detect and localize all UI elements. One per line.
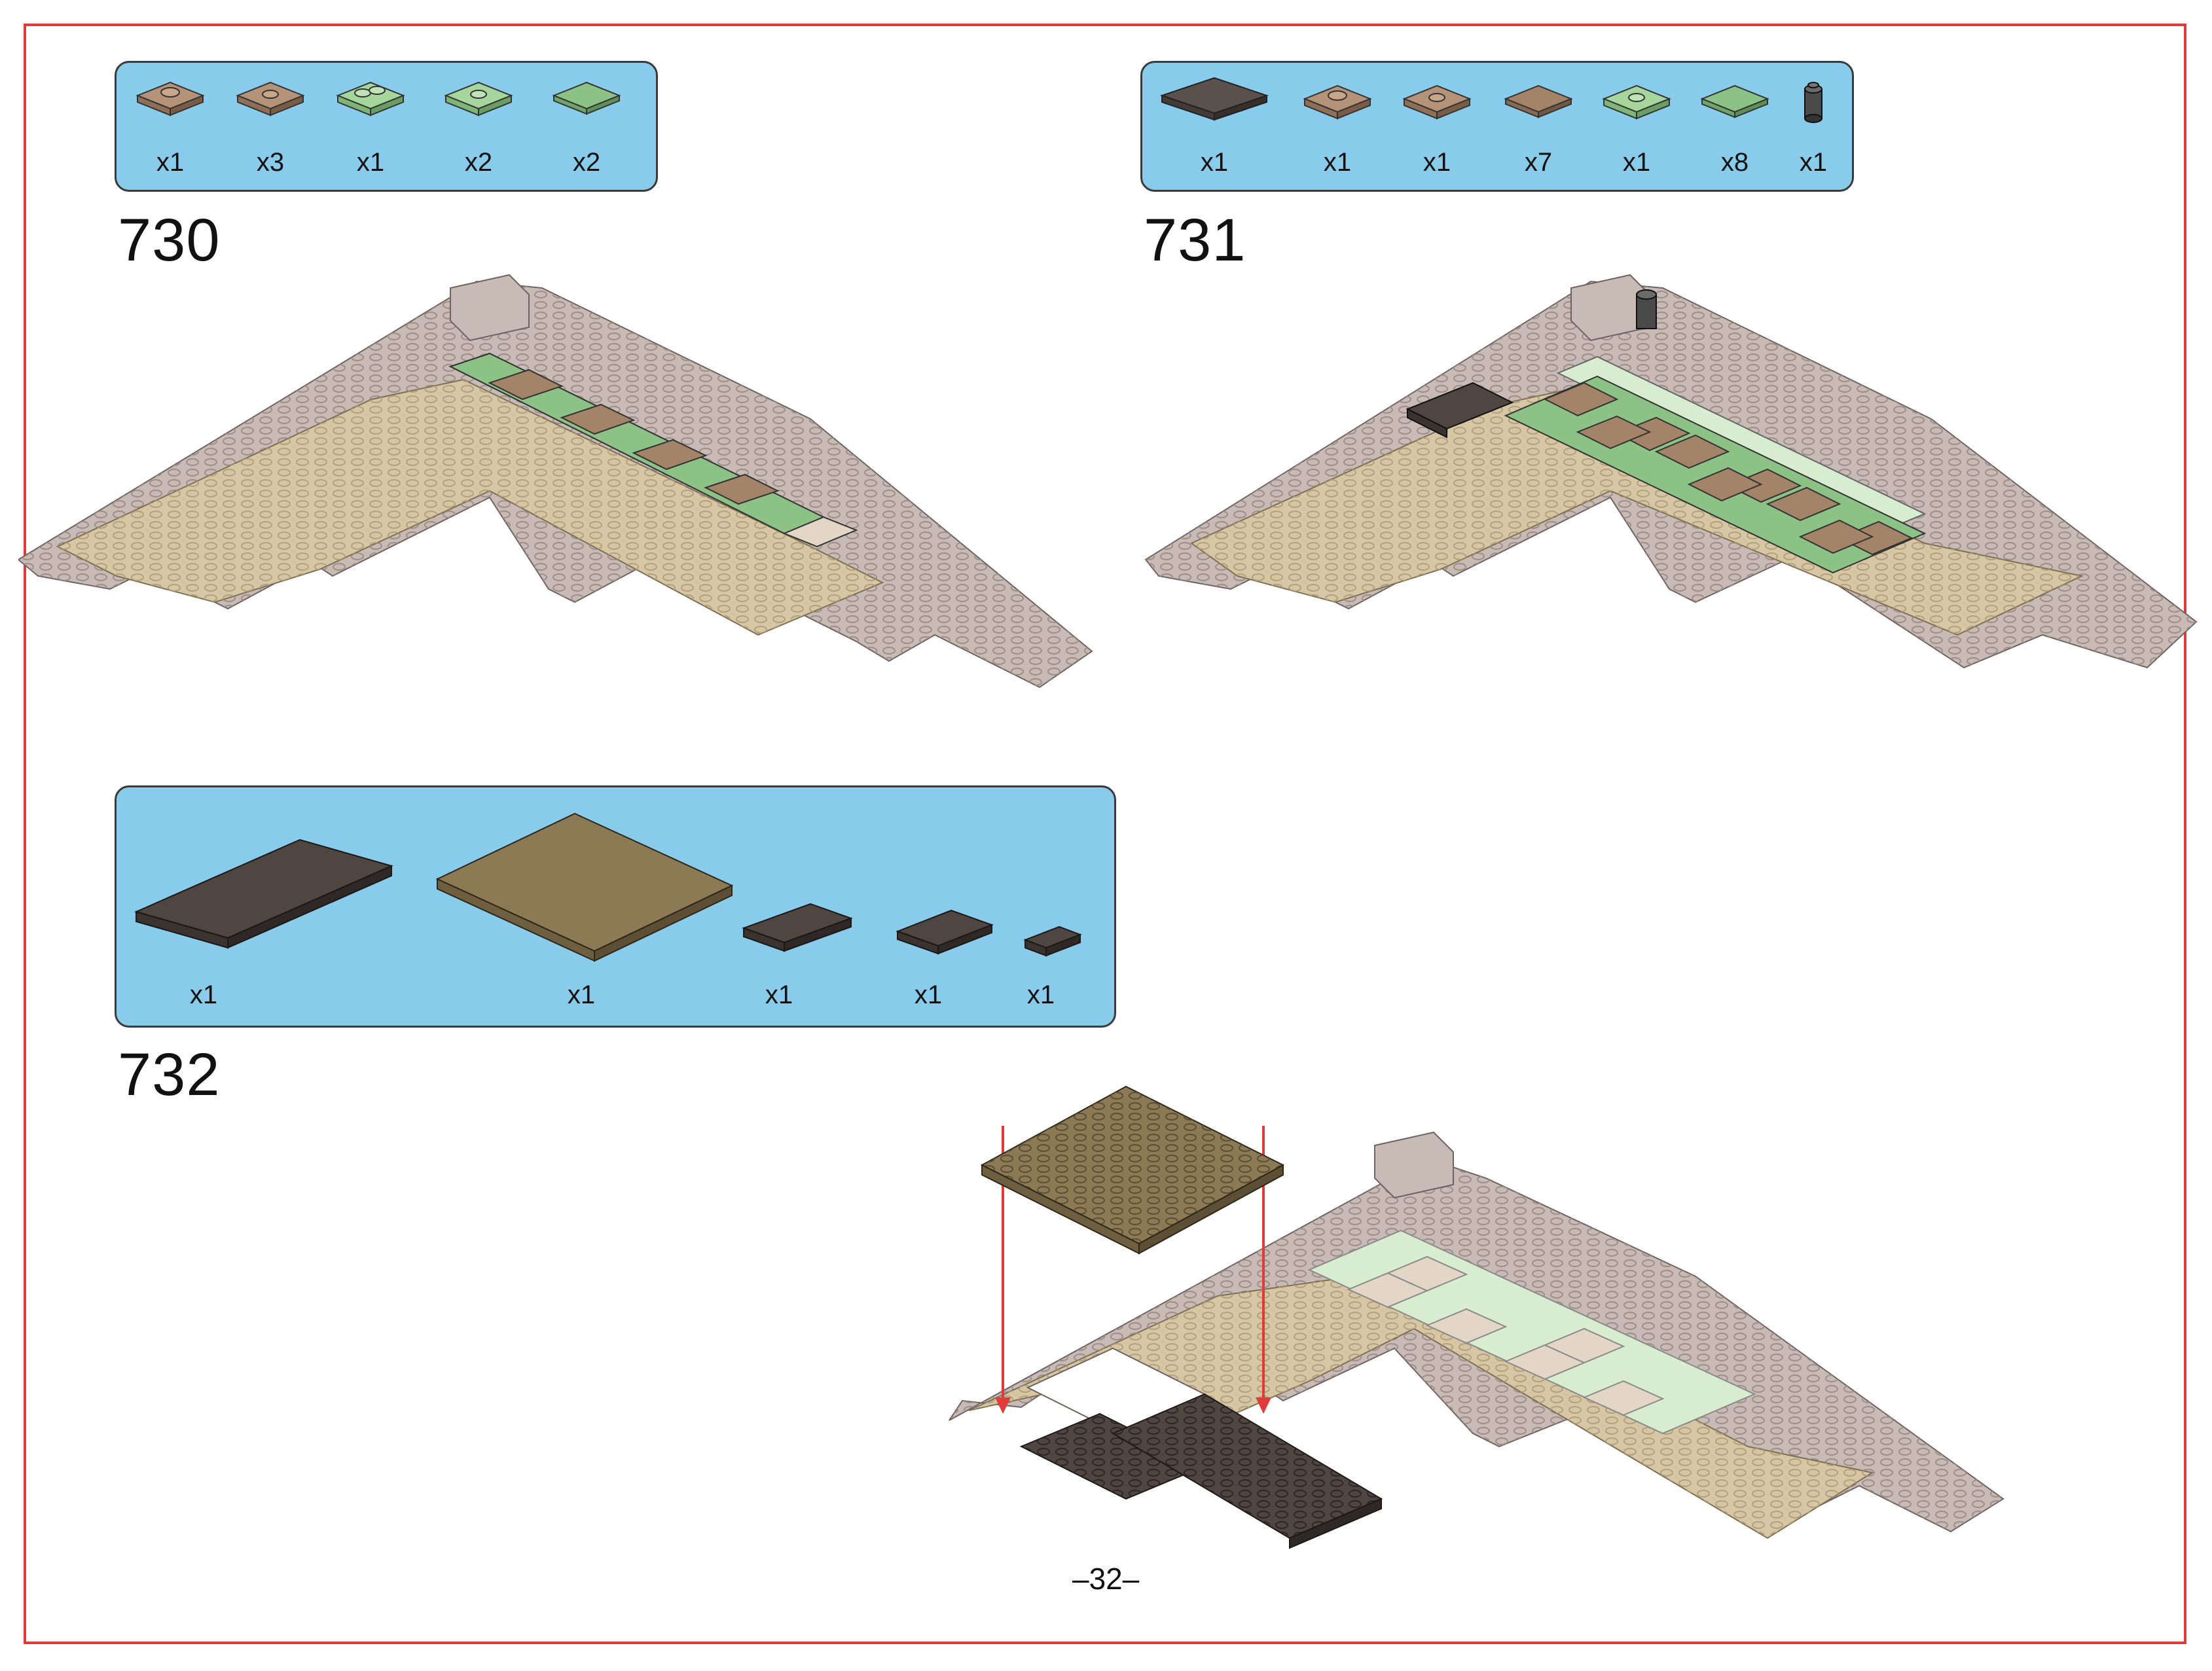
qty-label: x1: [765, 980, 793, 1009]
sand-green-2x2-tile-icon: [547, 76, 626, 122]
parts-panel-732: x1 x1 x1 x1 x1: [115, 785, 1116, 1028]
qty-label: x1: [1622, 148, 1651, 177]
qty-label: x1: [189, 980, 218, 1009]
dark-brown-2x4-plate-icon: [738, 899, 856, 958]
dark-gray-round-brick-icon: [1797, 76, 1830, 128]
step-number-731: 731: [1144, 207, 1246, 274]
qty-label: x1: [914, 980, 943, 1009]
step-number-732: 732: [118, 1041, 221, 1108]
dark-brown-6x12-plate-icon: [130, 827, 398, 958]
qty-label: x1: [1323, 148, 1352, 177]
sand-green-2x2-plate-center-stud-icon: [439, 76, 518, 122]
qty-label: x2: [572, 148, 601, 177]
qty-label: x1: [1423, 148, 1451, 177]
qty-label: x1: [1799, 148, 1828, 177]
page-border: [24, 24, 2186, 1644]
dark-brown-1x2-plate-icon: [1020, 922, 1085, 961]
dark-tan-10x10-plate-icon: [431, 807, 738, 977]
sand-green-2x2-plate-center-stud-icon: [1597, 79, 1676, 125]
qty-label: x7: [1524, 148, 1553, 177]
model-step-731: [1139, 268, 2200, 727]
page-number: –32–: [1072, 1562, 1140, 1596]
model-step-730: [18, 268, 1105, 727]
step-number-730: 730: [118, 207, 221, 274]
medium-tan-2x2-tile-icon: [1499, 79, 1578, 125]
medium-tan-2x2-plate-jumper-icon: [131, 76, 209, 122]
qty-label: x3: [256, 148, 285, 177]
qty-label: x1: [567, 980, 596, 1009]
qty-label: x1: [1026, 980, 1055, 1009]
qty-label: x8: [1720, 148, 1749, 177]
medium-tan-2x2-plate-jumper-icon: [1298, 79, 1377, 125]
medium-tan-2x2-plate-center-stud-icon: [231, 76, 310, 122]
sand-green-2x2-plate-jumper-icon: [331, 76, 410, 122]
qty-label: x2: [464, 148, 493, 177]
parts-panel-730: x1 x3 x1 x2 x2: [115, 61, 658, 192]
model-step-732: [943, 1080, 2029, 1590]
sand-green-2x2-tile-icon: [1695, 79, 1774, 125]
qty-label: x1: [1200, 148, 1229, 177]
medium-tan-2x2-plate-center-stud-icon: [1398, 79, 1476, 125]
parts-panel-731: x1 x1 x1 x7 x1 x8 x1: [1140, 61, 1854, 192]
dark-brown-4x4-plate-icon: [1155, 73, 1273, 125]
dark-brown-2x3-plate-icon: [892, 905, 997, 958]
qty-label: x1: [156, 148, 185, 177]
qty-label: x1: [356, 148, 385, 177]
